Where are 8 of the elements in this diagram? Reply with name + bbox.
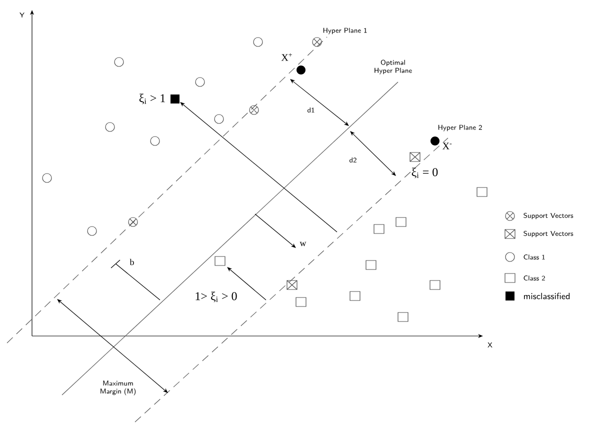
vector-label: w xyxy=(300,242,306,246)
legend-label: misclassified xyxy=(524,292,570,300)
slack-label: ξ$_{i}$ > 1 xyxy=(139,94,165,104)
point-label: X$^{+}$ xyxy=(281,53,292,61)
bias-label: b xyxy=(130,258,134,266)
slack-label: 1> ξ$_{i}$ > 0 xyxy=(196,292,237,302)
point-label: X$^{-}$ xyxy=(442,142,452,150)
slack-label: ξ$_{i}$ = 0 xyxy=(412,168,438,178)
